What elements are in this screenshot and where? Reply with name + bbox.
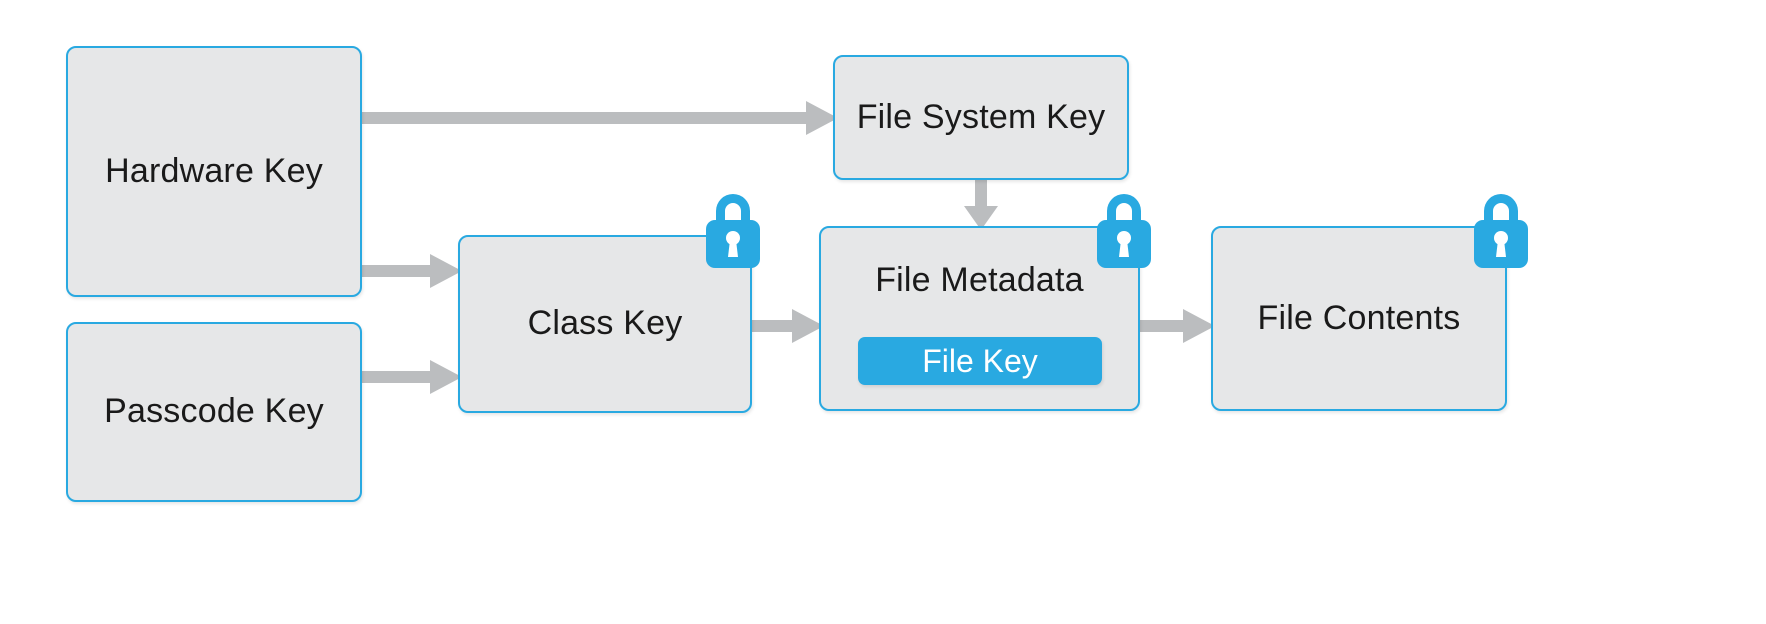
node-passcode-key-label: Passcode Key [104,392,324,431]
padlock-icon-file-contents [1468,186,1534,268]
node-hardware-key[interactable]: Hardware Key [66,46,362,297]
arrow-file-system-key-to-file-metadata [964,180,998,230]
arrow-class-key-to-file-metadata [752,309,824,343]
node-file-metadata-label: File Metadata [875,261,1084,299]
padlock-icon-file-metadata [1091,186,1157,268]
node-passcode-key[interactable]: Passcode Key [66,322,362,502]
node-file-contents[interactable]: File Contents [1211,226,1507,411]
node-hardware-key-label: Hardware Key [105,151,323,190]
node-file-system-key-label: File System Key [856,97,1106,136]
arrow-passcode-key-to-class-key [362,360,462,394]
arrow-hardware-key-to-file-system-key [362,101,838,135]
arrow-hardware-key-to-class-key [362,254,462,288]
node-class-key[interactable]: Class Key [458,235,752,413]
node-file-contents-label: File Contents [1257,298,1461,337]
node-file-system-key[interactable]: File System Key [833,55,1129,180]
arrow-file-metadata-to-file-contents [1140,309,1215,343]
padlock-icon-class-key [700,186,766,268]
file-key-label: File Key [922,342,1038,379]
node-class-key-label: Class Key [527,304,683,343]
file-key-badge[interactable]: File Key [858,337,1102,385]
